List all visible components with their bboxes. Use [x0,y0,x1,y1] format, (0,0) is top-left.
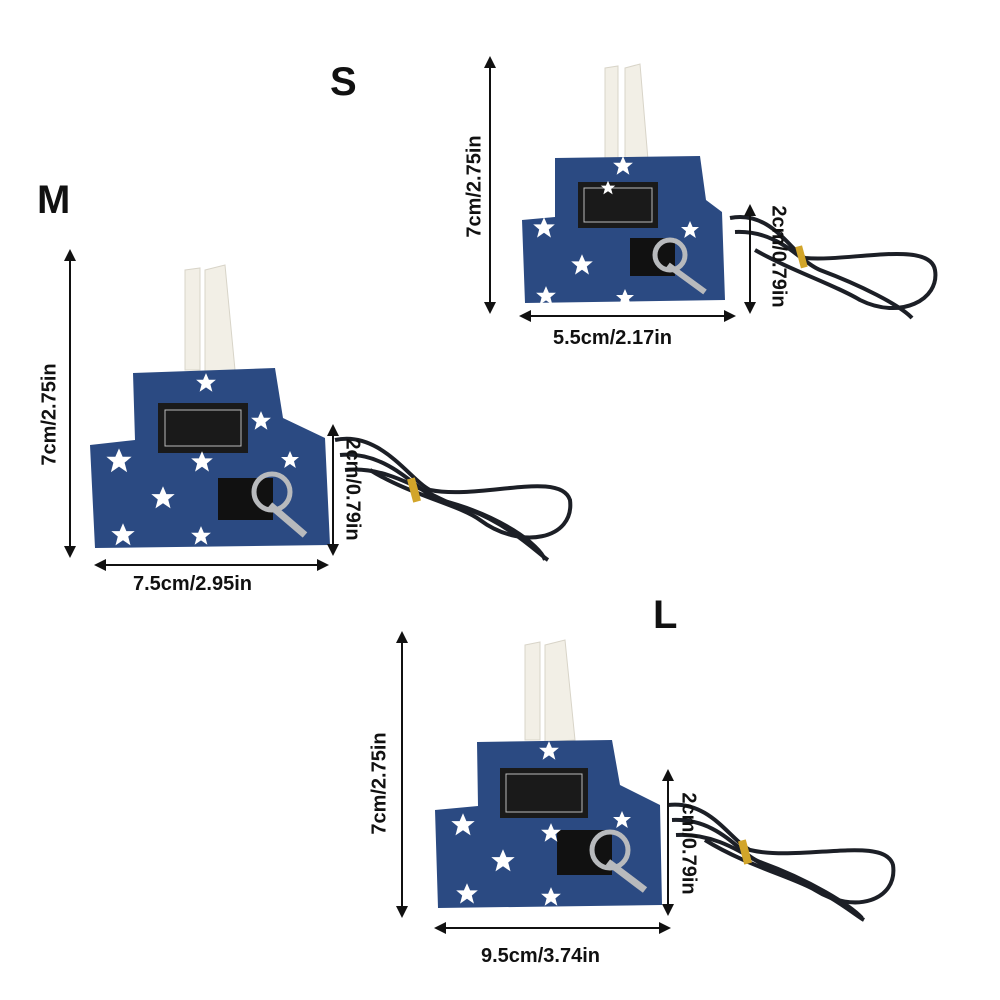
m-width-label: 7.5cm/2.95in [133,573,252,595]
l-width-label: 9.5cm/3.74in [481,945,600,967]
size-s-label: S [330,60,357,104]
size-l-label: L [653,593,678,637]
size-m-label: M [37,178,71,222]
s-strap-label: 2cm/0.79in [767,205,790,308]
m-strap-label: 2cm/0.79in [341,438,364,541]
harness-s [522,63,938,320]
m-height-label: 7cm/2.75in [38,363,61,466]
l-height-label: 7cm/2.75in [368,732,391,835]
harness-m [90,264,573,562]
s-height-label: 7cm/2.75in [463,135,486,238]
l-strap-label: 2cm/0.79in [677,792,700,895]
s-width-label: 5.5cm/2.17in [553,327,672,349]
harness-l [435,639,896,922]
